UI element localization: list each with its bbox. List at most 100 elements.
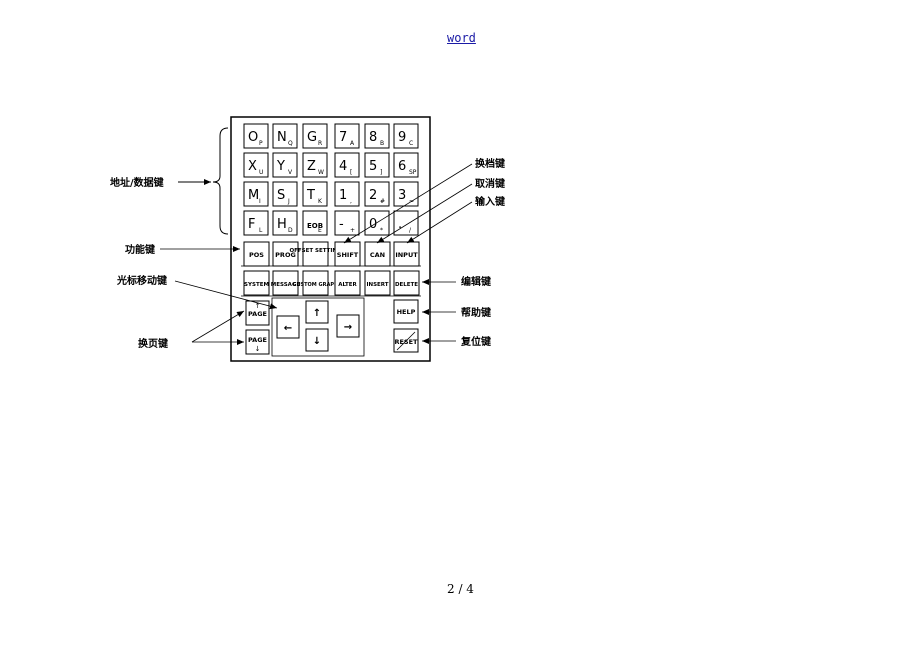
- arrow-up-icon: ↑: [255, 302, 261, 310]
- cursor-left-key[interactable]: ←: [276, 315, 300, 339]
- svg-text:5: 5: [369, 159, 377, 174]
- svg-text:L: L: [259, 227, 263, 234]
- edit-key[interactable]: SYSTEM: [243, 270, 270, 296]
- svg-text:PAGE: PAGE: [248, 310, 267, 318]
- address-key[interactable]: 5]: [364, 152, 390, 178]
- svg-text:[: [: [350, 169, 352, 176]
- svg-text:X: X: [248, 159, 257, 174]
- svg-text:I: I: [259, 198, 261, 205]
- svg-text:Y: Y: [276, 159, 285, 174]
- address-key[interactable]: ./: [393, 210, 419, 236]
- svg-text:-: -: [339, 217, 344, 232]
- svg-text:7: 7: [339, 130, 347, 145]
- function-key[interactable]: INPUT: [393, 241, 420, 267]
- label-input-key: 输入键: [475, 195, 506, 208]
- cursor-down-key[interactable]: ↓: [305, 328, 329, 352]
- svg-text:H: H: [277, 217, 287, 232]
- svg-text:3: 3: [398, 188, 406, 203]
- svg-text:C: C: [409, 140, 413, 147]
- svg-text:HELP: HELP: [397, 308, 416, 316]
- arrow-right-icon: →: [344, 322, 352, 333]
- edit-key[interactable]: DELETE: [393, 270, 420, 296]
- svg-text:R: R: [318, 140, 322, 147]
- address-key[interactable]: -+: [334, 210, 360, 236]
- svg-text:+: +: [350, 227, 355, 234]
- function-key[interactable]: POS: [243, 241, 270, 267]
- address-key[interactable]: 3=: [393, 181, 419, 207]
- page-up-key[interactable]: PAGE ↑: [245, 300, 270, 326]
- edit-key[interactable]: INSERT: [364, 270, 391, 296]
- cursor-right-key[interactable]: →: [336, 314, 360, 338]
- address-key[interactable]: 1,: [334, 181, 360, 207]
- svg-text:SP: SP: [409, 169, 417, 176]
- reset-key[interactable]: RESET: [393, 328, 419, 353]
- arrow-left-icon: ←: [284, 323, 292, 334]
- address-brace: [212, 127, 229, 235]
- address-key[interactable]: 2#: [364, 181, 390, 207]
- svg-text:O: O: [248, 130, 258, 145]
- svg-text:9: 9: [398, 130, 406, 145]
- svg-text:MESSAGE: MESSAGE: [271, 282, 301, 288]
- svg-text:P: P: [259, 140, 263, 147]
- svg-text:*: *: [380, 227, 383, 234]
- label-help-key: 帮助键: [461, 306, 492, 319]
- svg-text:OFFSET SETTING: OFFSET SETTING: [289, 248, 342, 254]
- svg-text:.: .: [398, 217, 402, 232]
- svg-text:J: J: [287, 198, 290, 205]
- label-cancel-key: 取消键: [475, 177, 506, 190]
- svg-text:,: ,: [350, 198, 352, 205]
- svg-text:G: G: [307, 130, 317, 145]
- svg-text:ALTER: ALTER: [338, 282, 357, 288]
- svg-text:PAGE: PAGE: [248, 336, 267, 344]
- svg-text:V: V: [288, 169, 293, 176]
- label-edit-keys: 编辑键: [461, 275, 492, 288]
- edit-key[interactable]: MESSAGE: [271, 270, 301, 296]
- label-reset-key: 复位键: [460, 335, 492, 348]
- help-key[interactable]: HELP: [393, 299, 419, 324]
- svg-text:INPUT: INPUT: [395, 251, 418, 259]
- svg-text:Z: Z: [307, 159, 316, 174]
- label-function-keys: 功能键: [125, 243, 156, 256]
- svg-text:1: 1: [339, 188, 347, 203]
- header-word-link[interactable]: word: [447, 31, 476, 45]
- arrow-down-icon: ↓: [255, 345, 261, 353]
- svg-text:S: S: [277, 188, 285, 203]
- svg-text:EOB: EOB: [307, 222, 323, 230]
- function-key[interactable]: CAN: [364, 241, 391, 267]
- function-key[interactable]: SHIFT: [334, 241, 361, 267]
- label-address-keys: 地址/数据键: [110, 176, 165, 189]
- function-key[interactable]: PROG: [272, 241, 299, 267]
- svg-text:CUSTOM GRAPH: CUSTOM GRAPH: [293, 282, 338, 288]
- address-key[interactable]: 4[: [334, 152, 360, 178]
- label-shift-key: 换档键: [475, 157, 506, 170]
- svg-text:2: 2: [369, 188, 377, 203]
- svg-text:RESET: RESET: [394, 338, 418, 346]
- svg-text:B: B: [380, 140, 384, 147]
- page-number: 2 / 4: [447, 582, 474, 596]
- page-down-key[interactable]: PAGE ↓: [245, 329, 270, 355]
- cursor-up-key[interactable]: ↑: [305, 300, 329, 324]
- edit-key[interactable]: CUSTOM GRAPH: [293, 270, 338, 296]
- svg-text:D: D: [288, 227, 293, 234]
- edit-key[interactable]: ALTER: [334, 270, 361, 296]
- svg-text:F: F: [248, 217, 255, 232]
- function-key[interactable]: OFFSET SETTING: [289, 241, 342, 267]
- svg-text:M: M: [248, 188, 259, 203]
